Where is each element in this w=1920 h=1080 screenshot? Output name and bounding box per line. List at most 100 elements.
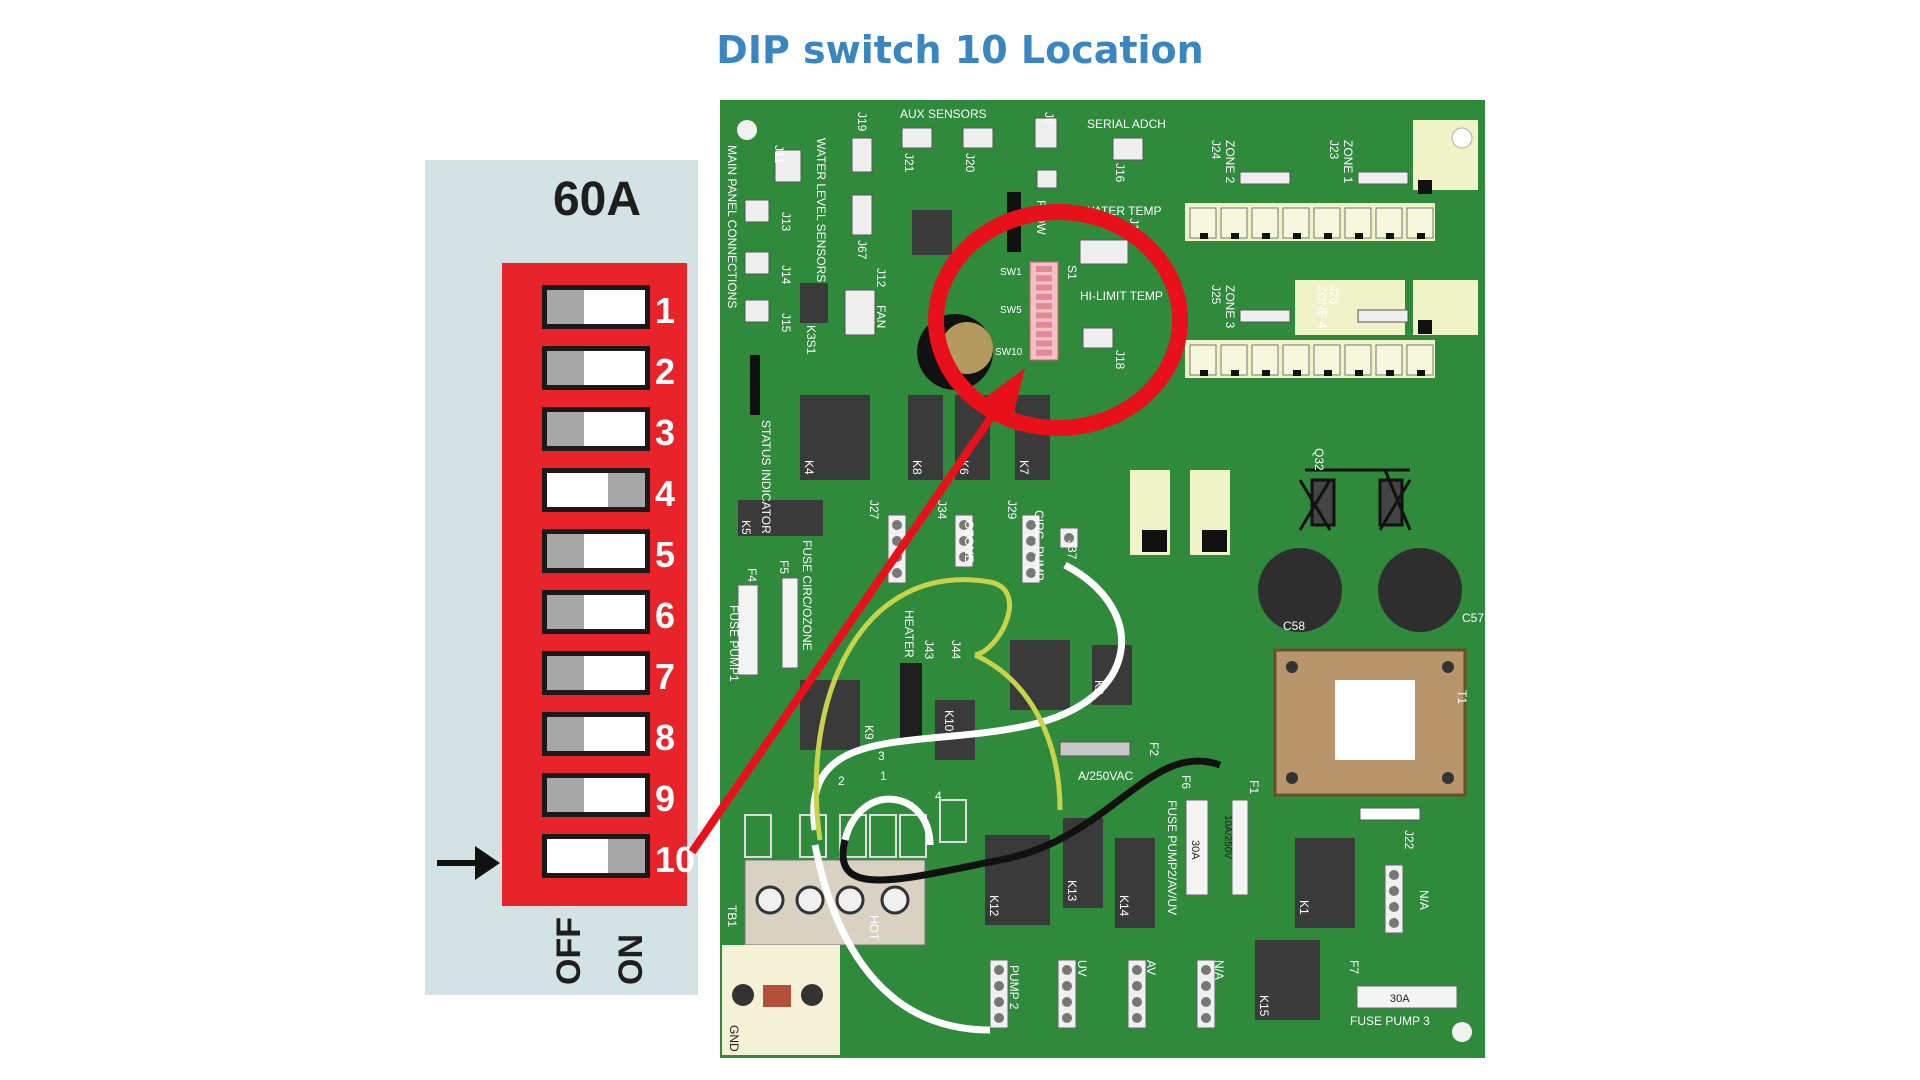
dip-switch-2: 2 <box>542 346 675 392</box>
pin <box>1026 552 1036 562</box>
dip-number-label: 6 <box>655 595 675 636</box>
board-labels: AUX SENSORS SERIAL ADCH J11 J19 J21 J20 … <box>725 107 1484 1052</box>
label-fuse-pump2: FUSE PUMP2/AV/UV <box>1165 800 1179 915</box>
label-j43: J43 <box>922 640 936 660</box>
label-j21: J21 <box>902 153 916 173</box>
zone-pad-pin <box>1324 233 1332 239</box>
heater-connector <box>900 663 922 738</box>
board-dip-slot <box>1036 312 1052 319</box>
pin <box>1064 533 1074 543</box>
pin <box>1201 997 1211 1007</box>
label-f5: F5 <box>777 560 791 574</box>
terminal-screw-icon <box>755 885 785 915</box>
dip-switch-4: 4 <box>542 468 675 514</box>
label-k14: K14 <box>1117 895 1131 917</box>
label-av: AV <box>1144 960 1158 975</box>
label-j13: J13 <box>779 212 793 232</box>
label-f7: F7 <box>1347 960 1361 974</box>
pin <box>994 1013 1004 1023</box>
connector-j16 <box>1112 137 1144 161</box>
dip-actuator <box>547 534 584 568</box>
label-k1: K1 <box>1297 900 1311 915</box>
connector-j67 <box>851 194 873 236</box>
pin-header <box>1196 959 1216 1029</box>
label-tb-1: 1 <box>880 769 887 783</box>
zone-pad-pin <box>1231 370 1239 376</box>
label-c57: C57 <box>1462 611 1484 625</box>
label-na: N/A <box>1417 890 1431 910</box>
terminal-lug <box>939 799 967 843</box>
label-j15: J15 <box>779 313 793 333</box>
connector-water-temp <box>1079 239 1129 265</box>
label-j67: J67 <box>855 240 869 260</box>
fuse-f4 <box>737 584 759 676</box>
fuse-f1 <box>1231 799 1249 896</box>
on-label: ON <box>612 934 650 985</box>
zone-pad-pin <box>1386 233 1394 239</box>
zone-pad-pin <box>1417 370 1425 376</box>
pin <box>1389 918 1399 928</box>
label-gnd: GND <box>727 1025 741 1052</box>
pin <box>1132 965 1142 975</box>
dip-number-label: 3 <box>655 412 675 453</box>
label-j18: J18 <box>1113 350 1127 370</box>
dip-switch-3: 3 <box>542 407 675 453</box>
label-k13: K13 <box>1065 880 1079 902</box>
label-k5: K5 <box>739 520 753 535</box>
label-sw1: SW1 <box>1000 267 1022 278</box>
label-heater: HEATER <box>902 610 916 658</box>
dip-switch-6: 6 <box>542 590 675 636</box>
pin-header <box>1127 959 1147 1029</box>
pin <box>1062 997 1072 1007</box>
connector-block <box>1295 280 1405 335</box>
pin <box>1026 520 1036 530</box>
circuit-board <box>720 100 1485 1058</box>
dip-number-label: 7 <box>655 656 675 697</box>
pin-header <box>1384 864 1404 934</box>
pin <box>959 536 969 546</box>
dip-number-label: 8 <box>655 717 675 758</box>
label-j44: J44 <box>949 640 963 660</box>
highlight-arrow-line <box>688 397 1007 855</box>
label-c58: C58 <box>1283 619 1305 633</box>
off-label: OFF <box>550 917 588 985</box>
label-j23: J23 <box>1327 140 1341 160</box>
label-j14: J14 <box>779 265 793 285</box>
label-k15: K15 <box>1257 995 1271 1017</box>
label-j19: J19 <box>855 112 869 132</box>
zone-pad-pin <box>1200 233 1208 239</box>
highlight-circle-icon <box>928 204 1188 436</box>
zone-header <box>1357 171 1409 185</box>
label-k12: K12 <box>987 895 1001 917</box>
dip-number-label: 10 <box>655 839 695 880</box>
pin <box>1062 1013 1072 1023</box>
label-j26: J26 <box>1327 285 1341 305</box>
zone-pad-pin <box>1293 370 1301 376</box>
board-dip-slot <box>1036 349 1052 356</box>
dip-switch-10: 10 <box>542 834 695 880</box>
connector-j11 <box>774 149 802 183</box>
pin <box>892 568 902 578</box>
connector-j19 <box>851 137 873 173</box>
label-j24: J24 <box>1209 140 1223 160</box>
dip-switch-9: 9 <box>542 773 675 819</box>
chip <box>912 210 952 255</box>
pin <box>1132 981 1142 991</box>
board-dip-slot <box>1036 321 1052 328</box>
label-s1: S1 <box>1065 265 1079 280</box>
highlight-arrow-head-icon <box>982 368 1025 420</box>
label-k4: K4 <box>802 460 816 475</box>
zone-pad <box>1406 207 1434 239</box>
zone-pad-pin <box>1386 370 1394 376</box>
zone-pad-pin <box>1417 233 1425 239</box>
board-dip-slot <box>1036 275 1052 282</box>
dip-actuator <box>547 717 584 751</box>
pin <box>1132 997 1142 1007</box>
label-k2: K2 <box>1092 680 1106 695</box>
pin-header <box>1021 514 1041 584</box>
zone-pad <box>1220 207 1248 239</box>
dip-switch-8: 8 <box>542 712 675 758</box>
label-f6: F6 <box>1179 775 1193 789</box>
status-header <box>750 355 760 415</box>
